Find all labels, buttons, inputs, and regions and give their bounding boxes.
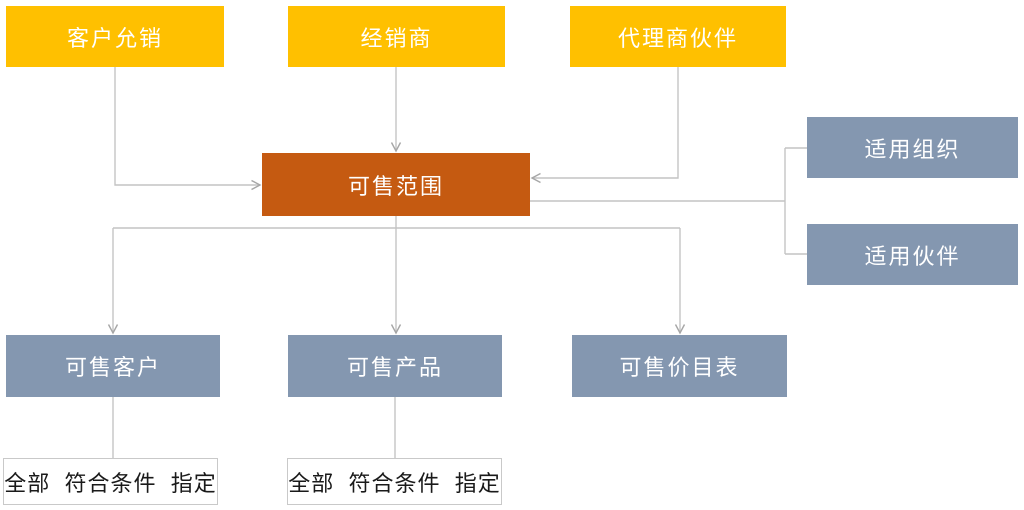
node-sellable-pricelist: 可售价目表 xyxy=(572,335,787,397)
node-label: 适用组织 xyxy=(864,136,961,162)
node-sellable-customers: 可售客户 xyxy=(6,335,220,397)
node-sellable-scope: 可售范围 xyxy=(262,153,530,216)
node-label: 可售价目表 xyxy=(619,355,740,380)
option-label: 全部 符合条件 指定 xyxy=(4,470,217,496)
node-label: 代理商伙伴 xyxy=(617,25,738,51)
node-applicable-organization: 适用组织 xyxy=(807,117,1018,178)
option-box-customers: 全部 符合条件 指定 xyxy=(3,458,218,505)
node-label: 经销商 xyxy=(360,25,433,51)
option-label: 全部 符合条件 指定 xyxy=(288,470,501,496)
connector-agent-to-scope xyxy=(530,67,679,184)
node-distributor: 经销商 xyxy=(288,6,505,67)
node-customer-allocation: 客户允销 xyxy=(6,6,224,67)
option-box-products: 全部 符合条件 指定 xyxy=(287,458,502,505)
node-agent-partner: 代理商伙伴 xyxy=(570,6,786,67)
node-label: 适用伙伴 xyxy=(864,243,961,269)
node-label: 可售客户 xyxy=(64,355,161,380)
node-label: 可售产品 xyxy=(346,355,443,380)
node-applicable-partner: 适用伙伴 xyxy=(807,224,1018,285)
node-label: 可售范围 xyxy=(347,173,444,199)
connector-customer-to-scope xyxy=(114,67,262,191)
node-label: 客户允销 xyxy=(66,25,163,51)
node-sellable-products: 可售产品 xyxy=(288,335,502,397)
